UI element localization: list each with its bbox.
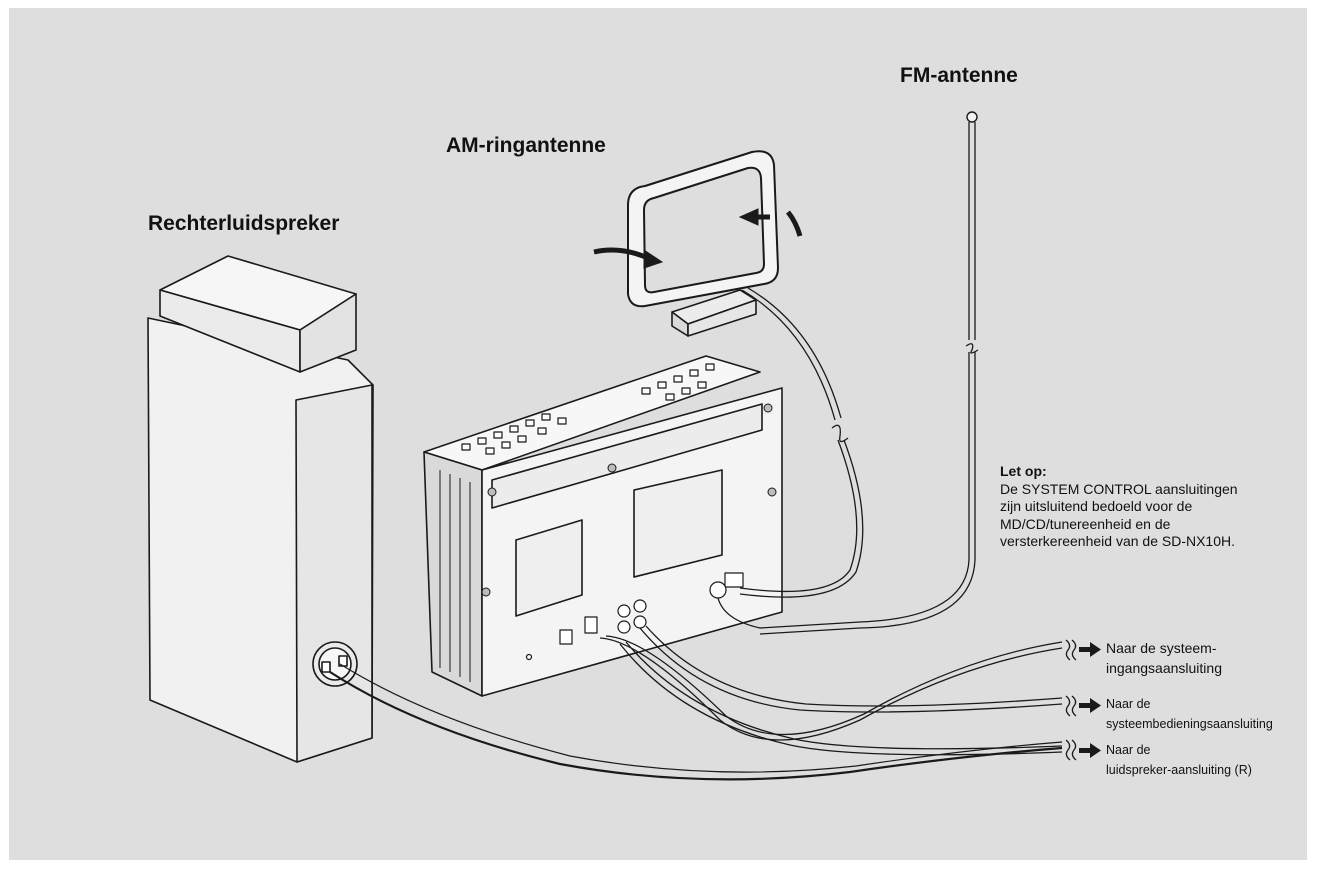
destination-line: systeembedieningsaansluiting	[1106, 717, 1273, 731]
am-loop-antenna-illustration	[627, 150, 779, 337]
destination-line: ingangsaansluiting	[1106, 660, 1222, 676]
destination-system-input: Naar de systeem- ingangsaansluiting	[1106, 638, 1222, 678]
destination-line: Naar de systeem-	[1106, 640, 1217, 656]
arrow-right-icon	[1079, 642, 1101, 758]
speaker-illustration	[147, 255, 374, 763]
speaker-label: Rechterluidspreker	[148, 212, 340, 235]
rotate-arrow-icon	[593, 208, 803, 269]
note-line: versterkereenheid van de SD-NX10H.	[1000, 533, 1236, 549]
system-cables	[329, 625, 1063, 781]
destination-line: Naar de	[1106, 697, 1151, 711]
destination-speaker-terminal: Naar de luidspreker-aansluiting (R)	[1106, 740, 1252, 780]
destination-system-control: Naar de systeembedieningsaansluiting	[1106, 694, 1273, 734]
fm-antenna-illustration	[717, 111, 979, 635]
note-title: Let op:	[1000, 463, 1047, 479]
am-antenna-label: AM-ringantenne	[446, 134, 606, 157]
note-line: zijn uitsluitend bedoeld voor de	[1000, 498, 1193, 514]
destination-line: Naar de	[1106, 743, 1151, 757]
note-line: De SYSTEM CONTROL aansluitingen	[1000, 480, 1238, 497]
note-box: Let op: De SYSTEM CONTROL aansluitingen …	[1000, 463, 1238, 551]
fm-antenna-label: FM-antenne	[900, 64, 1018, 87]
am-antenna-cable	[739, 287, 864, 598]
note-line: MD/CD/tunereenheid en de	[1000, 515, 1171, 532]
main-unit-illustration	[423, 355, 783, 697]
destination-line: luidspreker-aansluiting (R)	[1106, 763, 1252, 777]
cable-break-icon	[1065, 639, 1077, 761]
